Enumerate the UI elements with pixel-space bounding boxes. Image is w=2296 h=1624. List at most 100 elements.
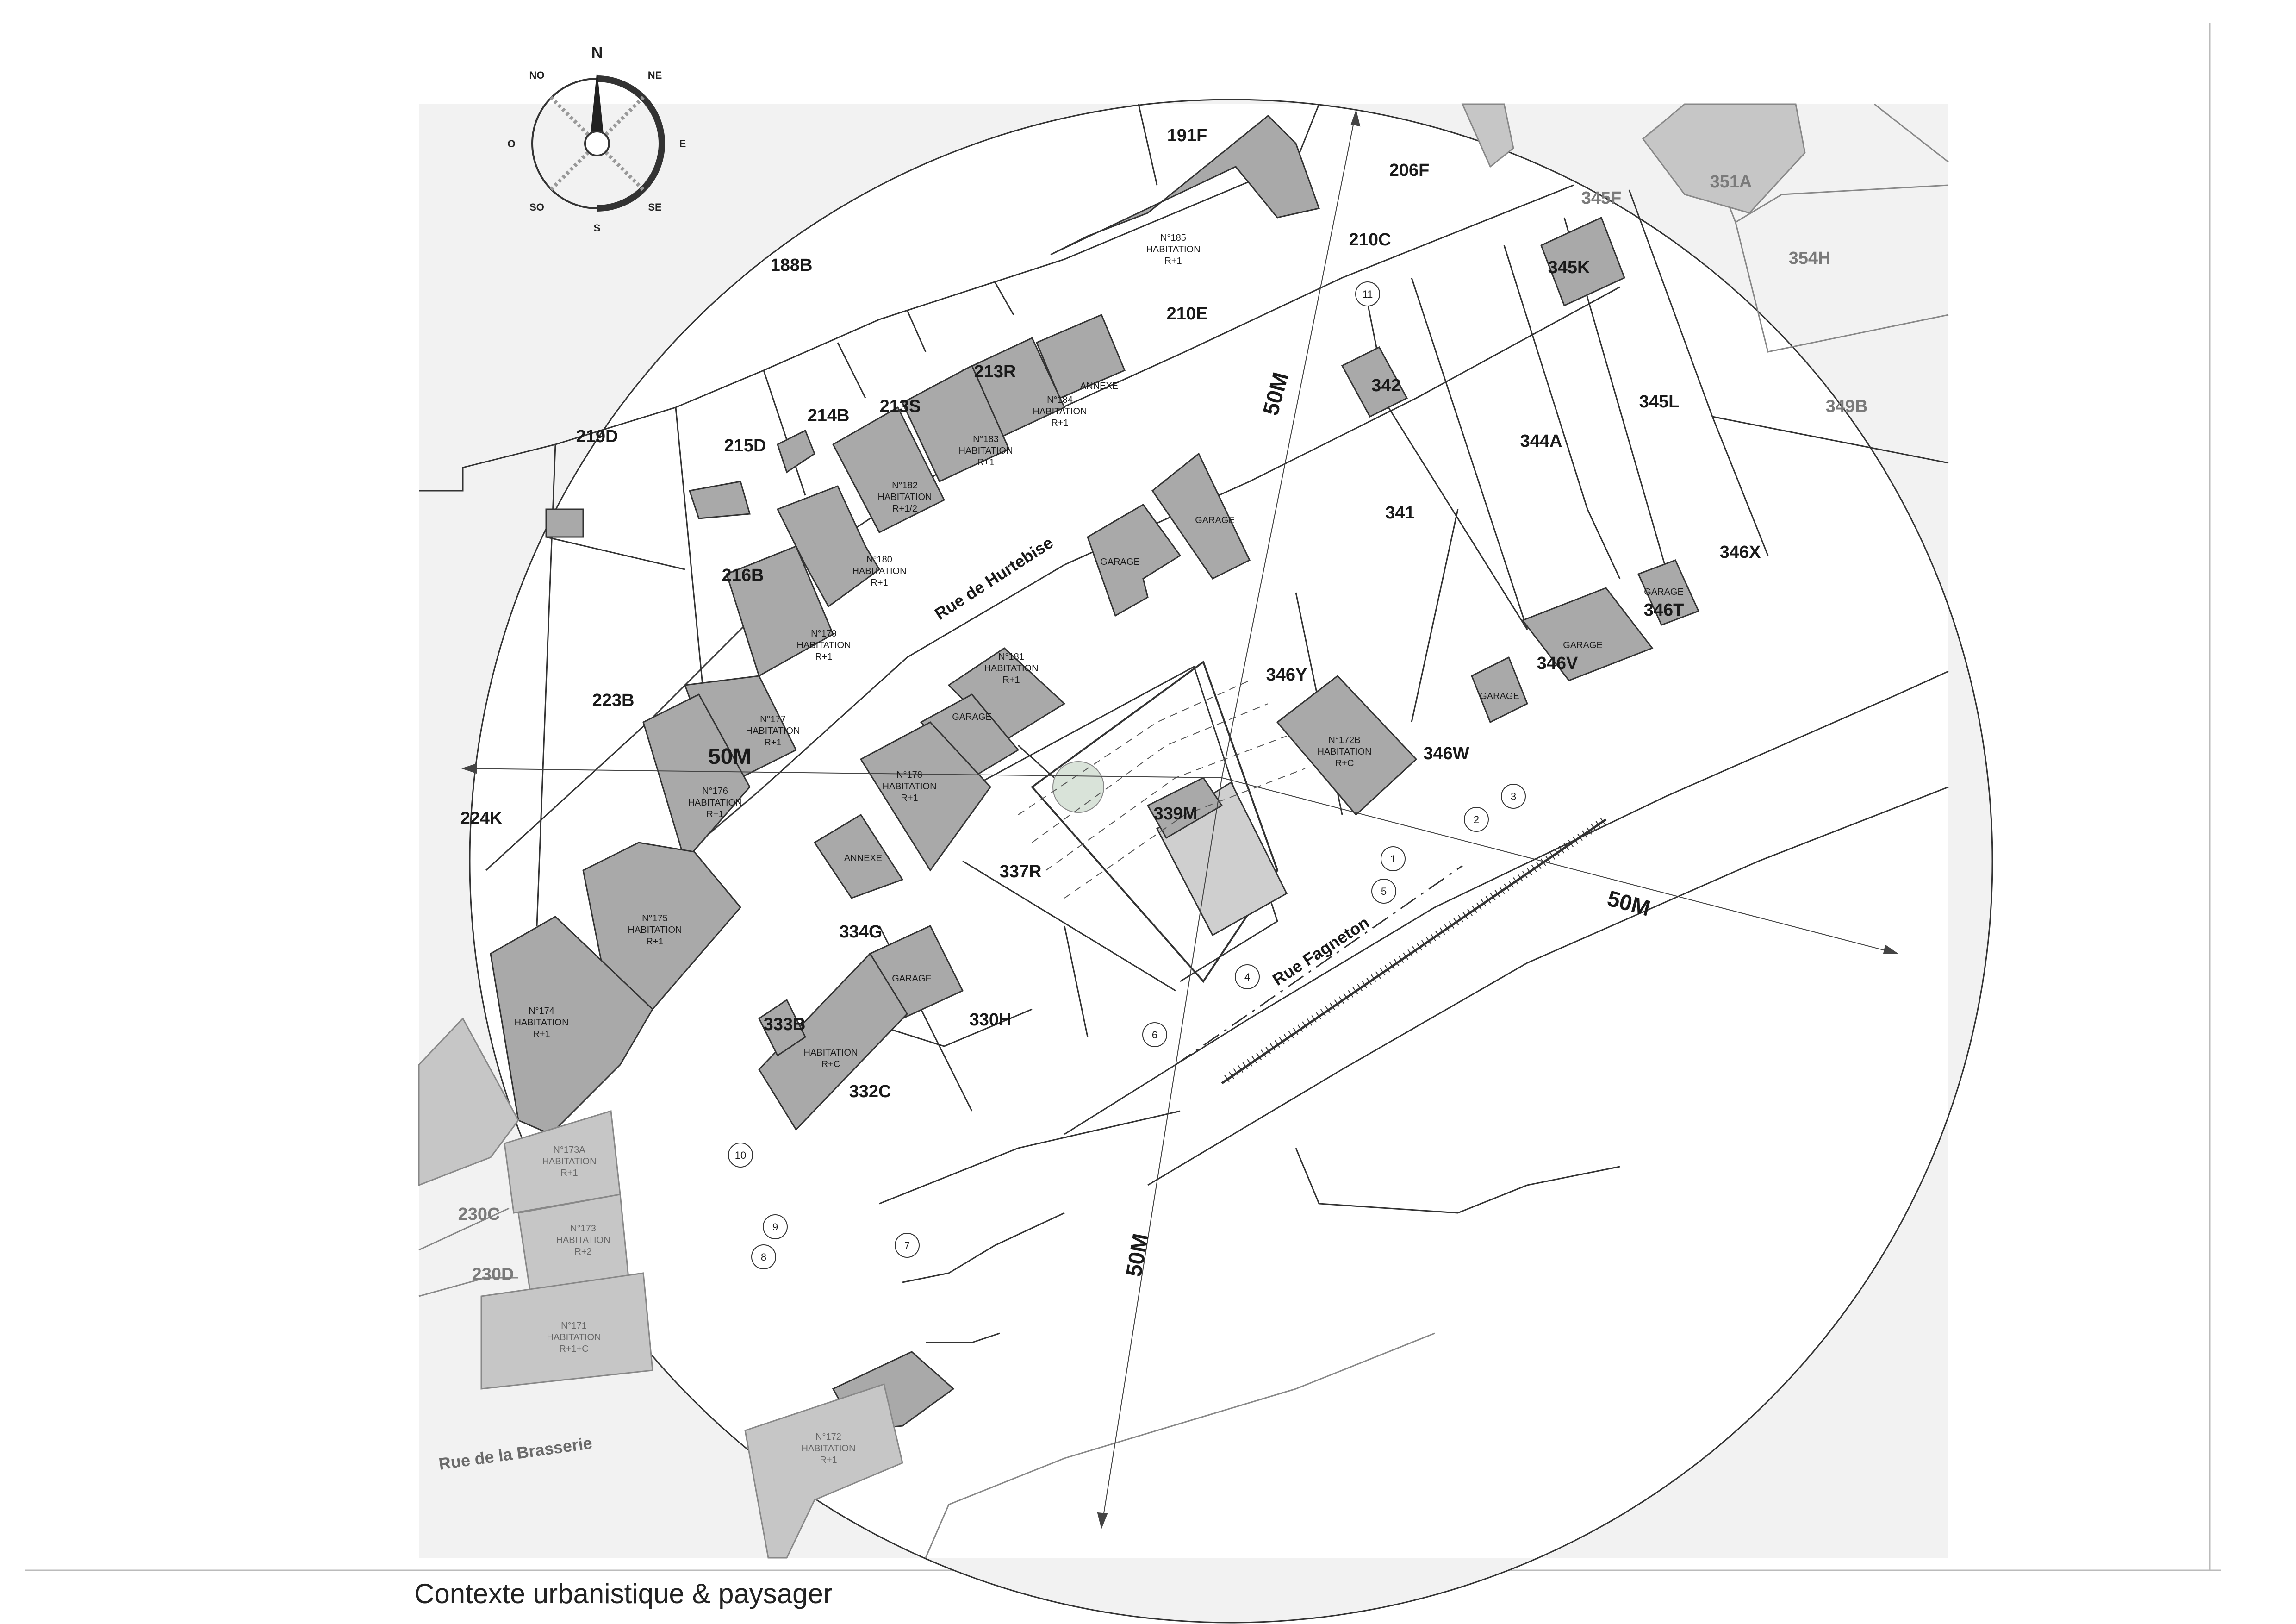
compass-s: S (594, 222, 601, 234)
svg-text:R+1: R+1 (764, 737, 781, 748)
svg-text:N°172: N°172 (815, 1432, 841, 1442)
hurtebise-edge-south (601, 286, 1620, 927)
viewpoint-6 (1142, 1022, 1167, 1047)
building-172 (744, 1383, 903, 1559)
compass-o: O (507, 138, 515, 150)
svg-text:N°182: N°182 (892, 481, 918, 491)
svg-text:HABITATION: HABITATION (556, 1235, 610, 1245)
svg-text:N°185: N°185 (1160, 233, 1186, 243)
svg-text:N°173: N°173 (570, 1224, 596, 1234)
svg-text:R+2: R+2 (574, 1247, 591, 1257)
building-172b (1276, 675, 1418, 816)
shed-219d (545, 508, 584, 538)
svg-text:HABITATION: HABITATION (547, 1332, 601, 1343)
svg-text:HABITATION: HABITATION (801, 1443, 855, 1454)
viewpoint-number: 7 (904, 1240, 910, 1251)
svg-text:HABITATION: HABITATION (958, 446, 1013, 456)
svg-text:N°175: N°175 (642, 913, 668, 924)
radius-label-east: 50M (1605, 886, 1653, 921)
parcel-label: 345K (1548, 258, 1590, 277)
fagneton-edge-south (1147, 786, 1949, 1186)
parcel-label: 333B (764, 1015, 806, 1034)
parcel-label: 213R (974, 362, 1016, 381)
north-arrow-icon (590, 69, 604, 148)
building-annexe-south (813, 813, 904, 899)
parcel-label: 210E (1167, 304, 1208, 324)
svg-text:R+1: R+1 (820, 1455, 837, 1465)
parcel-label-outside: 345F (1581, 188, 1622, 208)
parcel-label: 346Y (1266, 665, 1307, 685)
svg-text:HABITATION: HABITATION (984, 663, 1038, 674)
svg-text:N°171: N°171 (561, 1321, 587, 1331)
svg-text:HABITATION: HABITATION (1317, 747, 1371, 757)
radius-label-west: 50M (708, 744, 751, 769)
svg-text:R+1: R+1 (977, 457, 994, 468)
project-building (1146, 777, 1288, 937)
viewpoint-number: 2 (1474, 814, 1479, 825)
buildings-inside (490, 114, 1700, 1431)
viewpoint-number: 8 (761, 1251, 766, 1263)
viewpoint-numbers: 1 2 3 4 5 6 7 8 9 10 11 (735, 288, 1516, 1263)
svg-text:HABITATION: HABITATION (628, 925, 682, 935)
parcel-label: 334G (840, 922, 883, 942)
svg-text:HABITATION: HABITATION (542, 1156, 596, 1167)
parcel-label: 330H (970, 1010, 1012, 1030)
street-hurtebise: Rue de Hurtebise (931, 533, 1057, 624)
viewpoint-number: 1 (1390, 853, 1396, 865)
radius-label-south: 50M (1122, 1232, 1153, 1279)
svg-text:N°178: N°178 (896, 770, 922, 780)
parcel-label-outside: 230C (458, 1205, 500, 1224)
svg-text:N°181: N°181 (998, 652, 1024, 662)
distance-arrows (461, 109, 1899, 1530)
compass-rose: N NE E SE S SO O NO (507, 44, 686, 234)
building-332c (758, 952, 908, 1131)
building-182 (832, 406, 946, 533)
svg-text:R+1: R+1 (871, 578, 888, 588)
building-label: GARAGE (1480, 691, 1519, 701)
parcel-label-outside: 351A (1710, 172, 1752, 192)
svg-text:N°172B: N°172B (1328, 735, 1360, 745)
viewpoint-10 (728, 1143, 753, 1168)
parcel-label: 224K (460, 809, 503, 828)
viewpoint-number: 11 (1363, 288, 1373, 300)
building-176 (642, 693, 751, 863)
svg-text:N°177: N°177 (760, 714, 786, 725)
parcel-edge-sw (926, 1332, 1000, 1343)
viewpoint-4 (1235, 964, 1260, 989)
svg-text:ANNEXE: ANNEXE (844, 853, 882, 863)
parcel-label: 341 (1385, 503, 1414, 523)
svg-text:GARAGE: GARAGE (1563, 640, 1603, 650)
svg-text:N°179: N°179 (811, 629, 837, 639)
viewpoint-3 (1501, 784, 1526, 809)
compass-e: E (679, 138, 686, 150)
viewpoint-number: 4 (1244, 971, 1250, 983)
svg-text:R+1/2: R+1/2 (892, 504, 917, 514)
garage-hurtebise-1 (1087, 504, 1182, 617)
outside-road-edge (925, 1332, 1435, 1558)
svg-text:R+1: R+1 (1051, 418, 1068, 428)
garage-hurtebise-2 (1151, 452, 1251, 580)
shed-216b (689, 481, 751, 519)
svg-text:R+1: R+1 (560, 1168, 578, 1178)
axis-line (1175, 865, 1463, 1066)
parcel-label-outside: 349B (1826, 397, 1868, 416)
project-plot (1031, 660, 1279, 983)
compass-no: NO (529, 69, 545, 81)
compass-n: N (591, 44, 603, 62)
building-185 (1050, 114, 1320, 256)
parcel-label: 337R (1000, 862, 1042, 881)
building-333b (758, 999, 806, 1057)
viewpoint-number: 10 (735, 1149, 746, 1161)
